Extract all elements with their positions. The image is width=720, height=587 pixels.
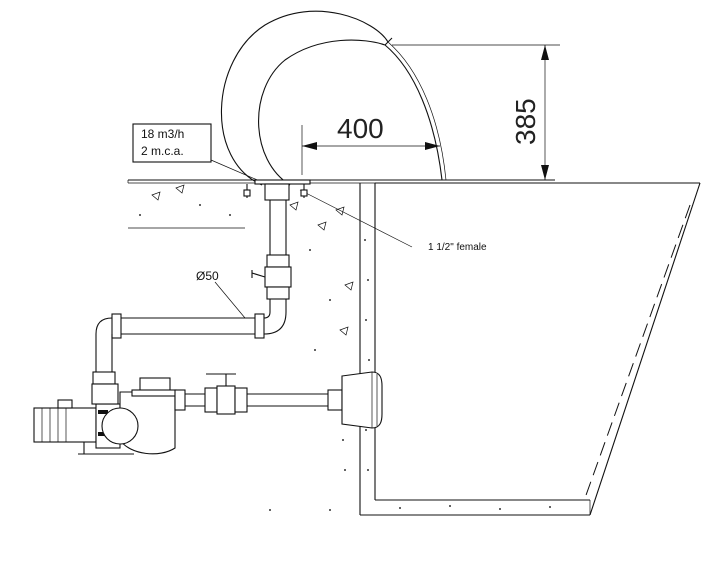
skimmer (341, 371, 383, 429)
dimension-400 (301, 125, 440, 175)
dimension-400-label: 400 (337, 113, 384, 144)
pump-assembly (33, 377, 186, 455)
spout-base (243, 179, 311, 201)
concrete-hatching (139, 184, 551, 511)
dimension-385-label: 385 (510, 98, 541, 145)
waterfall-jet (220, 10, 447, 186)
flow-rate-label: 18 m3/h (141, 127, 184, 141)
suction-pipe (185, 373, 343, 415)
head-label: 2 m.c.a. (141, 144, 184, 158)
pool-structure (127, 179, 701, 516)
pipe-diameter-label: Ø50 (196, 269, 219, 283)
supply-pipe (92, 200, 292, 385)
dimension-385 (392, 44, 560, 180)
flow-label-box (132, 123, 263, 183)
connection-label: 1 1/2" female (428, 242, 487, 253)
